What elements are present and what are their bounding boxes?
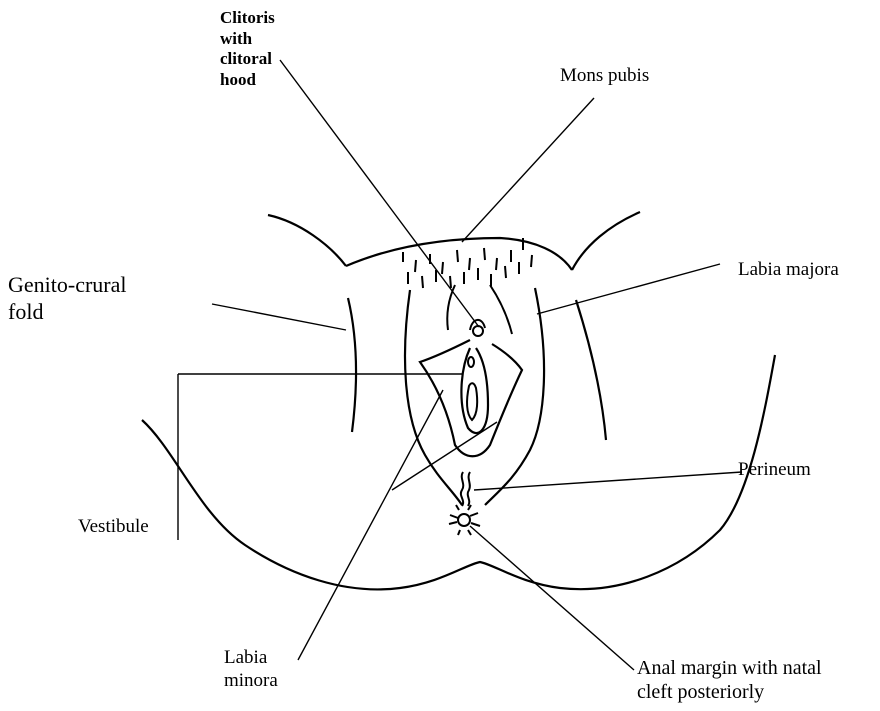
leader-lines	[178, 60, 742, 670]
right-labium-majus	[485, 288, 544, 505]
vaginal-opening	[467, 383, 477, 420]
mons-outline	[346, 238, 572, 270]
label-anal-margin: Anal margin with natal cleft posteriorly	[637, 656, 822, 705]
label-labia-majora: Labia majora	[738, 258, 839, 281]
perineal-raphe-2	[468, 472, 470, 506]
left-genito-crural-fold	[348, 298, 356, 432]
label-labia-minora: Labia minora	[224, 646, 278, 692]
label-perineum: Perineum	[738, 458, 811, 481]
right-upper-crease	[572, 212, 640, 270]
label-genito-crural-fold: Genito-crural fold	[8, 272, 127, 326]
left-upper-crease	[268, 215, 346, 266]
left-labium-majus	[405, 290, 462, 505]
clitoris	[473, 326, 483, 336]
pubic-hair	[403, 238, 532, 288]
label-clitoris: Clitoris with clitoral hood	[220, 8, 275, 91]
leader-clitoris	[280, 60, 479, 327]
body-outline	[142, 355, 775, 589]
urethral-opening	[468, 357, 474, 367]
right-genito-crural-fold	[576, 300, 606, 440]
inner-left-labium-majus	[447, 285, 455, 330]
leader-labia-minora-left	[298, 390, 443, 660]
label-vestibule: Vestibule	[78, 515, 149, 538]
leader-mons-pubis	[462, 98, 594, 242]
inner-right-labium-majus	[490, 285, 512, 334]
leader-labia-majora	[537, 264, 720, 314]
label-mons-pubis: Mons pubis	[560, 64, 649, 87]
leader-genito-crural	[212, 304, 346, 330]
perineal-raphe	[461, 472, 463, 506]
leader-anal-margin	[470, 526, 634, 670]
